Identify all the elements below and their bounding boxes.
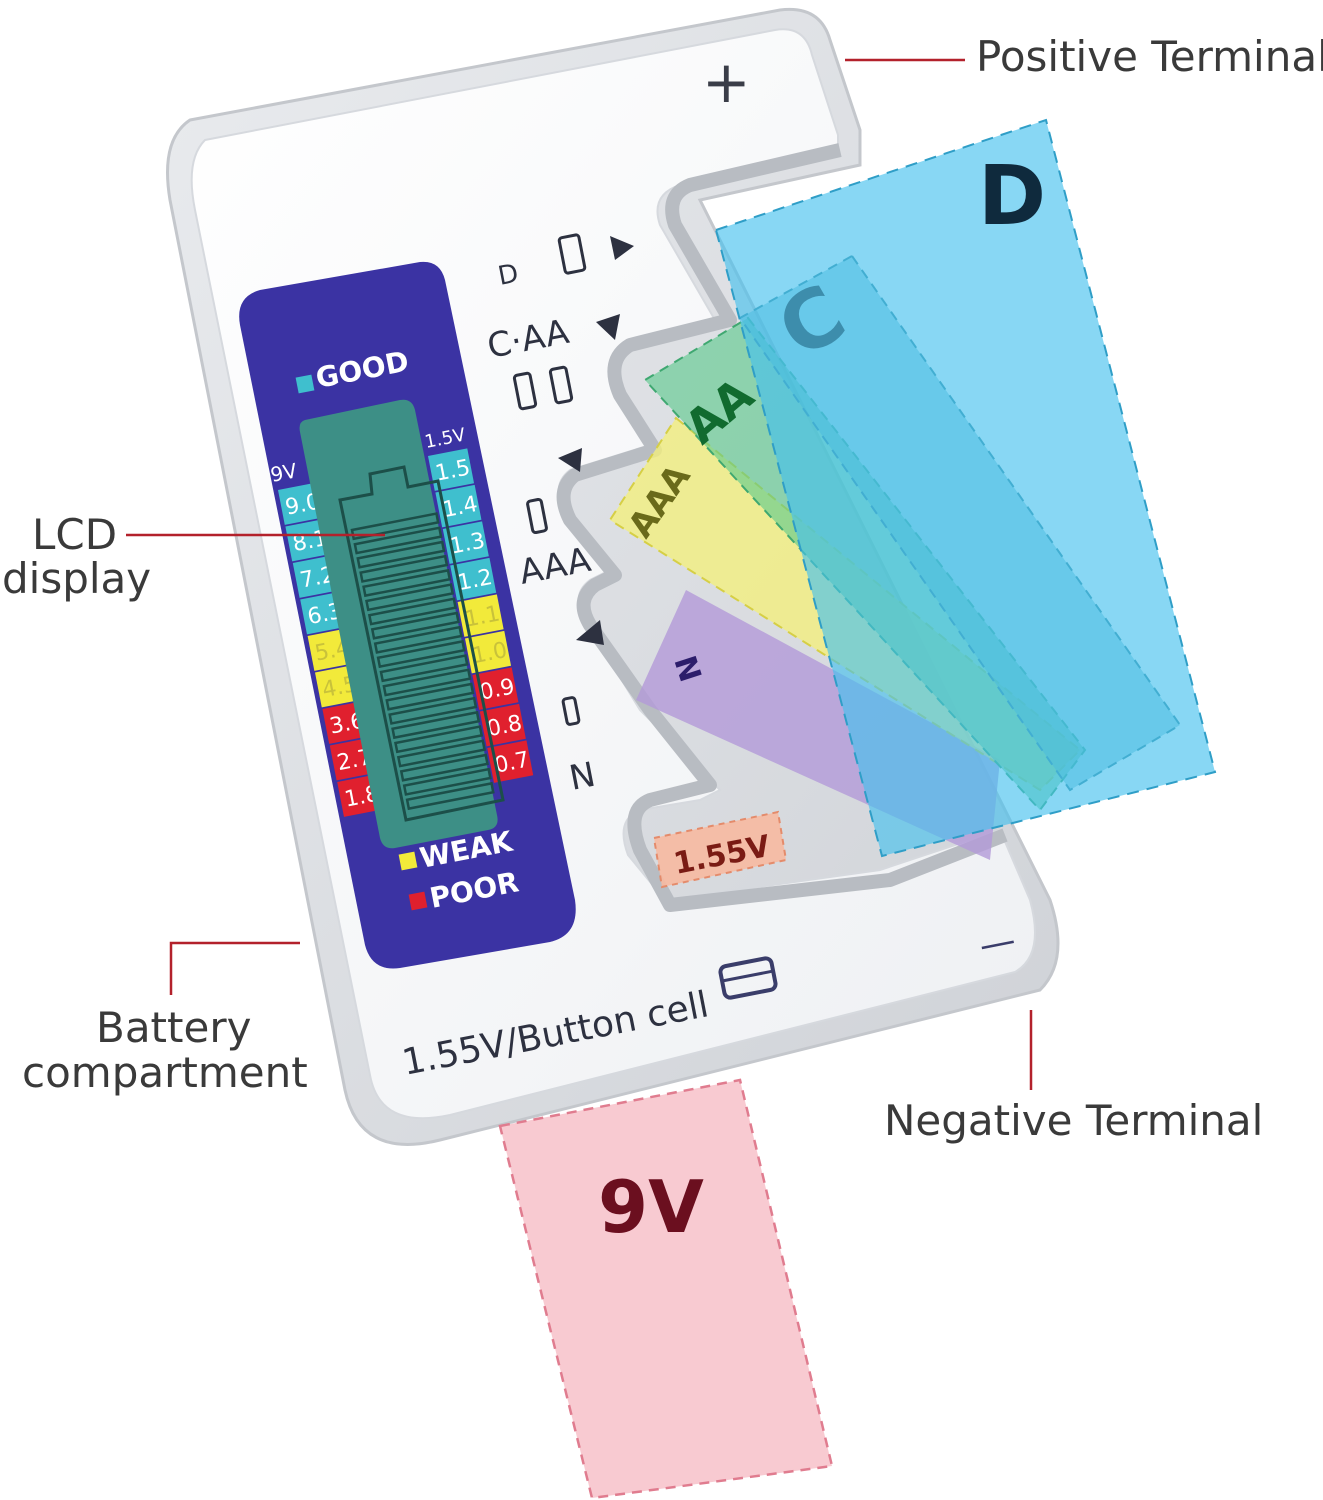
leader-battery (169, 941, 300, 995)
button-cell-icon (718, 956, 778, 1000)
lcd-bar (399, 753, 489, 782)
battery-type-overlays: N AAA AA C D 1.55V 9V (498, 118, 1217, 1500)
arrow-d-icon (610, 236, 634, 260)
overlay-d: D (714, 118, 1217, 858)
lcd-battery-outline (338, 465, 505, 822)
lcd-bar (394, 725, 484, 754)
callout-lcd-line1: LCD (32, 510, 118, 559)
arrow-c-icon (596, 314, 620, 340)
poor-indicator-icon (408, 891, 428, 911)
lcd-bar (391, 710, 481, 740)
lcd-bar (396, 739, 487, 768)
lcd-bar (356, 540, 446, 569)
battery-slot-edge (556, 143, 1008, 912)
lcd-bar (385, 682, 475, 711)
positive-sign: + (702, 48, 751, 116)
battery-n-icon (561, 696, 581, 726)
lcd-scale-right-1: 1.4 (435, 484, 482, 528)
battery-aaa-icon (526, 497, 548, 535)
lcd-bar (388, 696, 478, 725)
overlay-9v: 9V (498, 1078, 834, 1500)
lcd-panel: 9.08.17.26.35.44.53.62.71.81.51.41.31.21… (239, 261, 576, 969)
lcd-bar (353, 526, 443, 555)
callout-lcd-line2: display (2, 554, 152, 603)
battery-d-icon (557, 233, 587, 275)
lcd-bar (382, 668, 472, 697)
lcd-bar (402, 767, 492, 796)
callout-battery-line1: Battery (96, 1003, 252, 1052)
lcd-left-scale-header: 9V (268, 458, 299, 487)
lcd-bar (405, 781, 495, 811)
arrow-aaa-icon (576, 620, 604, 645)
leader-lines (126, 58, 1033, 1090)
callout-positive-terminal: Positive Terminal (976, 32, 1323, 81)
callout-negative-terminal: Negative Terminal (884, 1096, 1264, 1145)
lcd-scale-right-2: 1.3 (442, 521, 489, 564)
lcd-scale-right-0: 1.5 (428, 448, 475, 491)
slot-arrows (558, 236, 634, 645)
lcd-level-bars (338, 465, 505, 822)
lcd-scale-right-3: 1.2 (450, 557, 497, 601)
good-indicator-icon (295, 374, 315, 394)
slot-icons (512, 233, 587, 726)
battery-aa-icon (548, 365, 574, 405)
lcd-bar (379, 654, 469, 683)
weak-indicator-icon (398, 851, 418, 871)
overlay-label-d: D (978, 149, 1046, 244)
lcd-bar (362, 568, 452, 598)
lcd-bar (376, 639, 466, 669)
battery-c-icon (512, 371, 538, 411)
arrow-aa-icon (558, 448, 582, 472)
lcd-bar (365, 583, 455, 612)
lcd-bar (373, 625, 463, 654)
negative-sign: — (976, 920, 1019, 967)
overlay-label-9v: 9V (598, 1165, 704, 1249)
lcd-bar (370, 611, 460, 640)
lcd-bar (367, 597, 458, 626)
callout-battery-line2: compartment (22, 1048, 308, 1097)
lcd-bar (359, 554, 449, 583)
